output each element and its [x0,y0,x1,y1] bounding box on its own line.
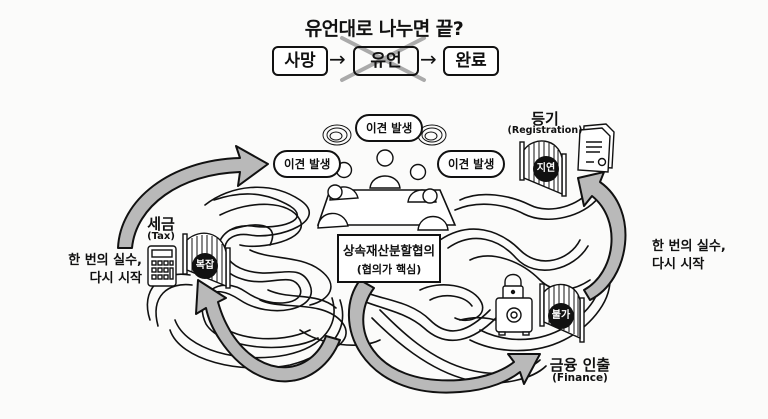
disagreement-bubble: 이견 발생 [273,150,342,178]
document-icon [577,123,615,173]
disagreement-bubble: 이견 발생 [437,150,506,178]
left-retry-note-line: 다시 시작 [89,271,142,286]
person-icon [422,188,438,204]
calculator-icon [147,245,177,287]
tax-complex-badge: 복잡 [192,253,218,279]
division-agreement-subtitle: (협의가 핵심) [356,263,422,276]
bottom-right-cycle-arrow [347,279,541,394]
tax-subtitle: (Tax) [147,231,175,242]
right-retry-note-line: 한 번의 실수, [652,239,726,254]
tax-title: 세금 [147,215,175,233]
bottom-left-cycle-arrow [195,279,341,383]
flow-arrow-icon: → [329,47,346,71]
division-agreement-title: 상속재산분할협의 [342,243,435,258]
cycle-arrows [117,145,627,394]
person-icon [327,184,343,200]
right-retry-note-line: 다시 시작 [652,257,705,272]
division-agreement-box: 상속재산분할협의 (협의가 핵심) [337,234,441,283]
registration-delay-badge: 지연 [533,156,559,182]
flow-step-death: 사망 [272,46,328,76]
flow-arrow-icon: → [420,47,437,71]
left-cycle-arrow [117,145,269,249]
right-cycle-arrow [577,171,627,301]
meeting-people [317,149,449,231]
person-icon [409,163,427,181]
flow-step-complete: 완료 [443,46,499,76]
disagreement-bubble: 이견 발생 [355,114,424,142]
right-retry-note: 한 번의 실수, 다시 시작 [652,238,726,274]
flow-step-will: 유언 [353,46,419,76]
registration-title: 등기 [531,110,559,128]
page-title: 유언대로 나누면 끝? [304,18,464,40]
finance-title: 금융 인출 [549,356,611,374]
person-icon [376,149,394,167]
left-retry-note: 한 번의 실수, 다시 시작 [66,252,142,288]
finance-subtitle: (Finance) [552,372,608,384]
safe-icon [495,273,533,336]
left-retry-note-line: 한 번의 실수, [68,253,142,268]
registration-subtitle: (Registration) [507,125,583,136]
finance-blocked-badge: 불가 [548,303,574,329]
